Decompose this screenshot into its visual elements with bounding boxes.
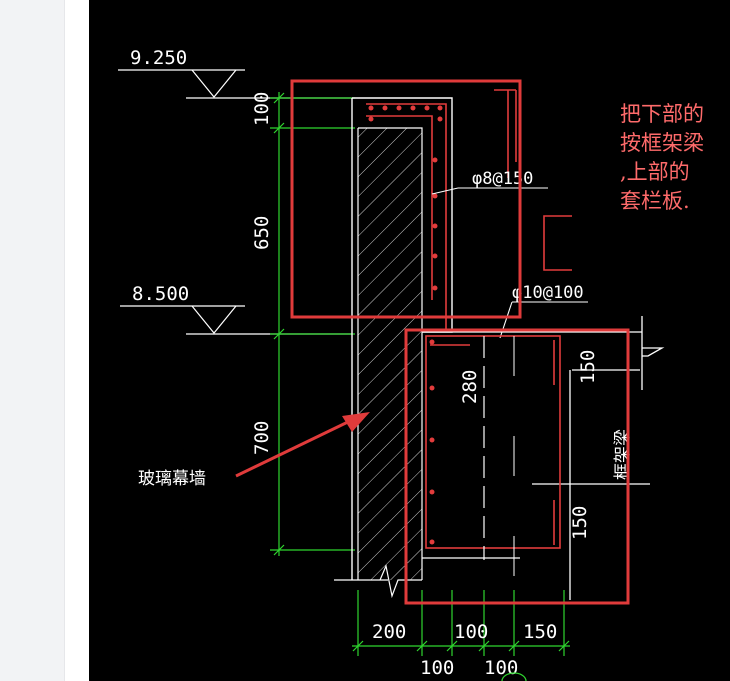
parapet-rebar	[366, 89, 517, 330]
rebar-label-upper: φ8@150	[472, 169, 533, 189]
annotation-note: 把下部的 按框架梁 ,上部的 套栏板.	[620, 102, 704, 213]
frame-beam-label: 框架梁	[613, 429, 633, 480]
level-marker-middle: 8.500	[120, 283, 352, 335]
dim-100-bottom: 100	[454, 621, 488, 643]
dim-650-vertical: 650	[251, 216, 273, 250]
gutter-gap	[65, 0, 89, 681]
frame-beam-outline	[422, 316, 665, 600]
frame-beam-rebar-dots	[429, 339, 435, 545]
vertical-dimension	[270, 92, 355, 556]
dim-150-upper: 150	[577, 350, 599, 384]
section-bracket	[543, 215, 572, 271]
note-line-3: ,上部的	[620, 160, 690, 184]
note-line-2: 按框架梁	[620, 131, 704, 155]
parapet-rebar-dots	[368, 105, 443, 291]
rebar-leader-upper	[431, 187, 548, 195]
dim-280-beam: 280	[459, 370, 481, 404]
dim-circle-marker	[501, 672, 527, 681]
dim-100-vertical: 100	[251, 92, 273, 126]
bottom-dimension	[352, 590, 570, 656]
dim-100-bottom-3: 100	[484, 657, 518, 679]
dim-150-lower: 150	[569, 506, 591, 540]
note-line-1: 把下部的	[620, 102, 704, 126]
note-line-4: 套栏板.	[620, 189, 690, 213]
left-gutter	[0, 0, 65, 681]
curtain-wall-label: 玻璃幕墙	[138, 469, 206, 489]
highlight-box-frame-beam[interactable]	[404, 328, 630, 605]
curtain-wall-section	[334, 97, 453, 599]
rebar-label-lower: φ10@100	[512, 283, 584, 303]
level-marker-top: 9.250	[118, 47, 352, 99]
frame-beam-rebar	[425, 335, 561, 549]
curtain-wall-arrow	[235, 412, 370, 478]
level-top-label: 9.250	[130, 47, 187, 69]
dim-100-bottom-2: 100	[420, 657, 454, 679]
dim-150-bottom: 150	[523, 621, 557, 643]
highlight-box-parapet[interactable]	[290, 79, 522, 319]
dim-700-vertical: 700	[251, 421, 273, 455]
dim-200-bottom: 200	[372, 621, 406, 643]
level-middle-label: 8.500	[132, 283, 189, 305]
